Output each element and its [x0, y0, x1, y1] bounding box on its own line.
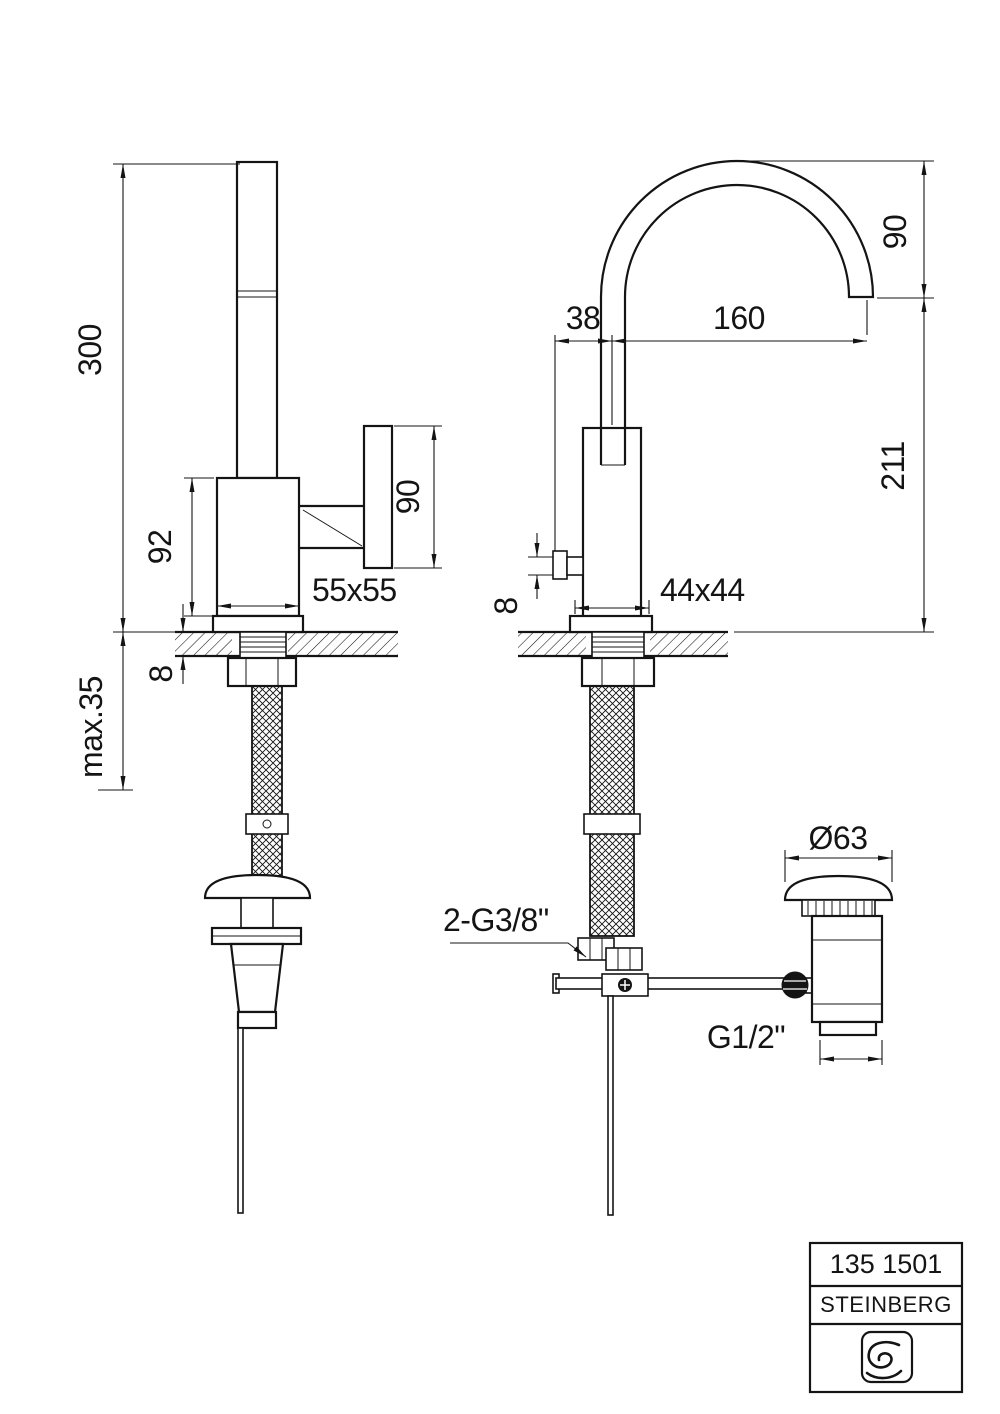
model-number: 135 1501 — [830, 1249, 943, 1279]
dim-spout-plate-label: 90 — [390, 480, 426, 515]
dim-flange-diameter-label: Ø63 — [809, 820, 868, 856]
deck-hatch-right — [288, 632, 398, 656]
dim-body-height-label: 92 — [142, 530, 178, 565]
supply-hoses-front — [583, 685, 641, 937]
title-block-border — [808, 1241, 964, 1394]
lever-handle — [235, 160, 279, 480]
hose-clip-front — [583, 813, 641, 835]
ball-joint — [781, 971, 809, 999]
drain-flange — [783, 874, 894, 902]
pop-up-rod-side — [237, 1027, 244, 1214]
vertical-pull-rod — [607, 995, 614, 1216]
mounting-shank-side — [226, 631, 298, 688]
dim-deck-thickness-label: 8 — [143, 665, 179, 682]
side-view-dimensions: 300 92 90 55x55 8 max.35 — [72, 163, 442, 791]
dim-handle-stub-label: 8 — [488, 597, 524, 614]
mounting-nut-front — [580, 656, 656, 688]
riser-body — [581, 426, 643, 620]
spout-arc — [599, 159, 875, 465]
base-plate-side — [211, 614, 305, 634]
drain-outlet — [818, 1020, 878, 1037]
dim-spout-drop-label: 90 — [877, 215, 913, 250]
pop-up-linkage — [552, 971, 817, 1216]
brand-name: STEINBERG — [820, 1292, 952, 1317]
title-block: 135 1501 STEINBERG — [808, 1241, 964, 1394]
base-plate-front — [568, 614, 654, 634]
side-view — [175, 160, 398, 1214]
hose-clip-side — [245, 813, 289, 835]
dim-waste-thread-label: G1/2" — [707, 1019, 785, 1055]
drain-body — [810, 914, 884, 1024]
dim-spout-offset-label: 38 — [566, 300, 601, 336]
dim-total-height-label: 300 — [72, 324, 108, 376]
spout-arm-side — [299, 424, 394, 570]
horizontal-rod — [555, 977, 793, 990]
pop-up-drain-side — [203, 873, 312, 1214]
spout-plate-side — [362, 424, 394, 570]
dim-spout-reach-label: 160 — [713, 300, 765, 336]
dim-max-counter-label: max.35 — [73, 676, 109, 778]
hose-fittings — [577, 937, 643, 971]
dim-outlet-height-label: 211 — [875, 441, 911, 491]
steinberg-logo-icon — [860, 1330, 914, 1384]
deck-section-front — [518, 630, 728, 658]
deck-hatch-left — [518, 632, 586, 656]
front-view-dimensions: 90 211 38 160 8 44x44 Ø63 2-G3/8" — [443, 160, 934, 1065]
mixer-body-side — [215, 476, 301, 618]
dim-base-size-side-label: 55x55 — [312, 572, 397, 608]
deck-hatch-right — [650, 632, 728, 656]
dim-supply-thread-label: 2-G3/8" — [443, 902, 549, 938]
deck-hatch-left — [175, 632, 232, 656]
side-knob — [552, 550, 584, 580]
supply-hose-side — [245, 685, 289, 877]
dim-base-size-front-label: 44x44 — [660, 572, 745, 608]
mounting-nut-side — [226, 656, 298, 688]
mounting-shank-front — [580, 631, 656, 688]
front-view — [518, 159, 894, 1216]
drain-assembly-front — [783, 874, 894, 1037]
